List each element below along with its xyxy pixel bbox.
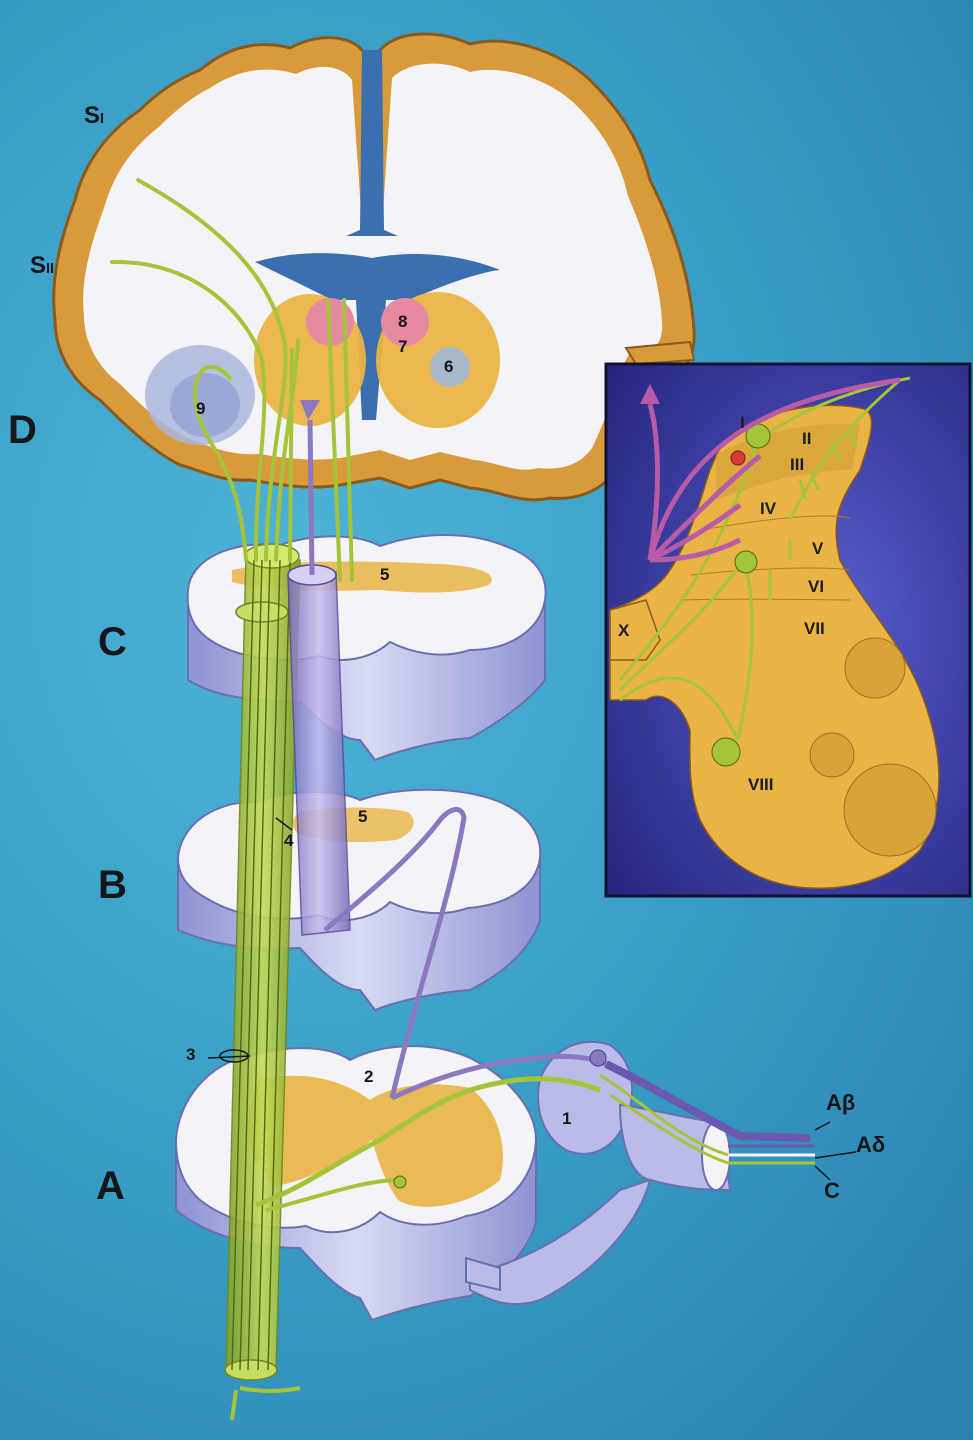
lamina-label-x: X: [618, 622, 629, 639]
dorsal-horn-neuron: [394, 1176, 406, 1188]
label-1: 1: [562, 1110, 571, 1127]
inset-bubble-1: [845, 638, 905, 698]
cortex-label-s1-sub: I: [100, 111, 104, 127]
lamina-label-v: V: [812, 540, 823, 557]
fiber-label-c: C: [824, 1180, 840, 1202]
cortex-label-s2-sub: II: [46, 261, 54, 277]
cortex-label-s1: SI: [84, 104, 104, 128]
label-2: 2: [364, 1068, 373, 1085]
lamina-label-iii: III: [790, 456, 804, 473]
drg-neuron: [590, 1050, 606, 1066]
label-9: 9: [196, 400, 205, 417]
label-6: 6: [444, 358, 453, 375]
slab-c-top: [188, 535, 546, 660]
inset-neuron-v: [735, 551, 757, 573]
lamina-label-iv: IV: [760, 500, 776, 517]
cortex-label-s1-main: S: [84, 102, 100, 129]
label-8: 8: [398, 313, 407, 330]
label-3: 3: [186, 1046, 195, 1063]
fiber-label-a-delta: Aδ: [856, 1134, 885, 1156]
inset-neuron-red: [731, 451, 745, 465]
cortex-label-s2-main: S: [30, 252, 46, 279]
lamina-label-i: I: [740, 414, 745, 431]
lamina-inset: [606, 364, 970, 896]
lamina-label-vii: VII: [804, 620, 825, 637]
label-5-b: 5: [358, 808, 367, 825]
section-label-b: B: [98, 865, 127, 905]
label-4: 4: [284, 832, 293, 849]
lamina-label-viii: VIII: [748, 776, 774, 793]
section-label-d: D: [8, 410, 37, 450]
label-7: 7: [398, 338, 407, 355]
section-label-c: C: [98, 622, 127, 662]
fiber-label-a-beta: Aβ: [826, 1092, 855, 1114]
lamina-label-vi: VI: [808, 578, 824, 595]
lamina-label-ii: II: [802, 430, 811, 447]
inset-neuron-viii: [712, 738, 740, 766]
inset-bubble-3: [844, 764, 936, 856]
label-5-c: 5: [380, 566, 389, 583]
section-label-a: A: [96, 1166, 125, 1206]
inset-bubble-2: [810, 733, 854, 777]
cortex-label-s2: SII: [30, 254, 54, 278]
green-column-mid: [236, 602, 288, 622]
